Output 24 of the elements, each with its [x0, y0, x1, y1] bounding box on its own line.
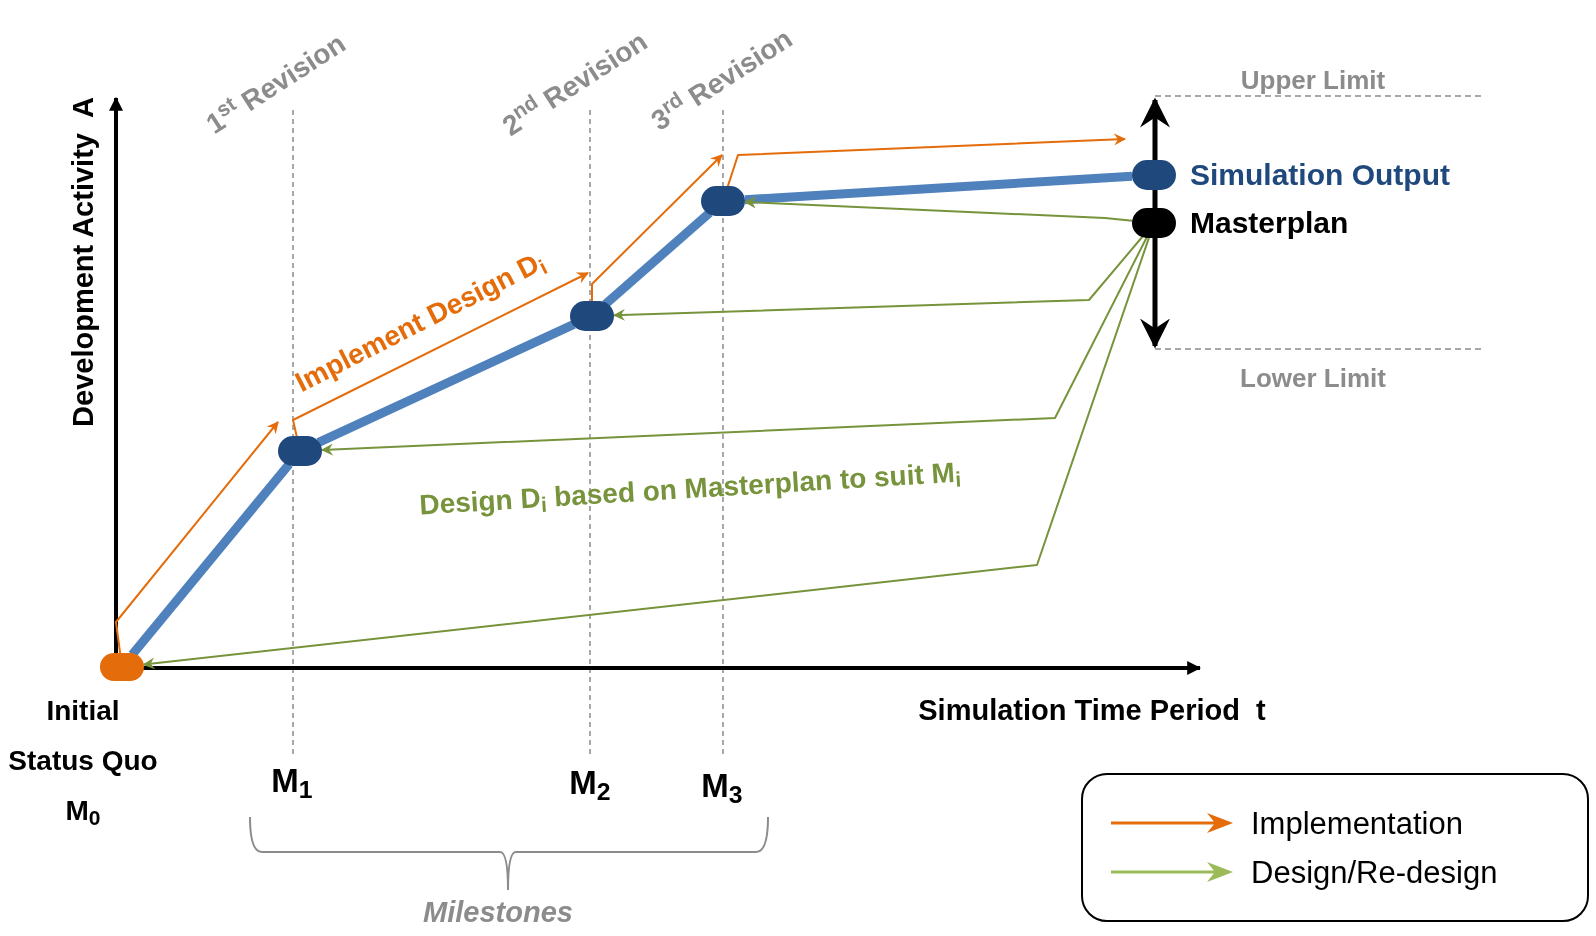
arrow — [115, 421, 279, 655]
milestone-label: M$_{2}$ — [569, 765, 611, 799]
milestone-label: M$_{3}$ — [701, 768, 743, 802]
arrow — [292, 272, 589, 438]
arrow — [321, 236, 1148, 456]
connector-line — [744, 171, 1133, 205]
arrow — [142, 236, 1150, 670]
limit-label: Lower Limit — [1240, 365, 1386, 391]
legend-label: Implementation — [1251, 807, 1463, 839]
arrow — [613, 235, 1144, 321]
bracket-label: Milestones — [423, 897, 573, 927]
connector-line — [316, 320, 576, 447]
milestone-label: M$_{1}$ — [271, 763, 313, 797]
arrow — [726, 133, 1126, 188]
point-label: Initial Status Quo M$_{0}$ — [8, 694, 158, 832]
arrow — [591, 154, 723, 302]
point-label: Simulation Output — [1190, 157, 1450, 193]
limit-label: Upper Limit — [1240, 67, 1386, 93]
point-label: Masterplan — [1190, 205, 1349, 241]
connector-line — [602, 209, 713, 308]
arrow — [744, 196, 1134, 222]
legend-label: Design/Re-design — [1251, 856, 1498, 888]
axis-label: Development Activity A — [68, 97, 98, 427]
axis-label: Simulation Time Period t — [918, 695, 1266, 725]
